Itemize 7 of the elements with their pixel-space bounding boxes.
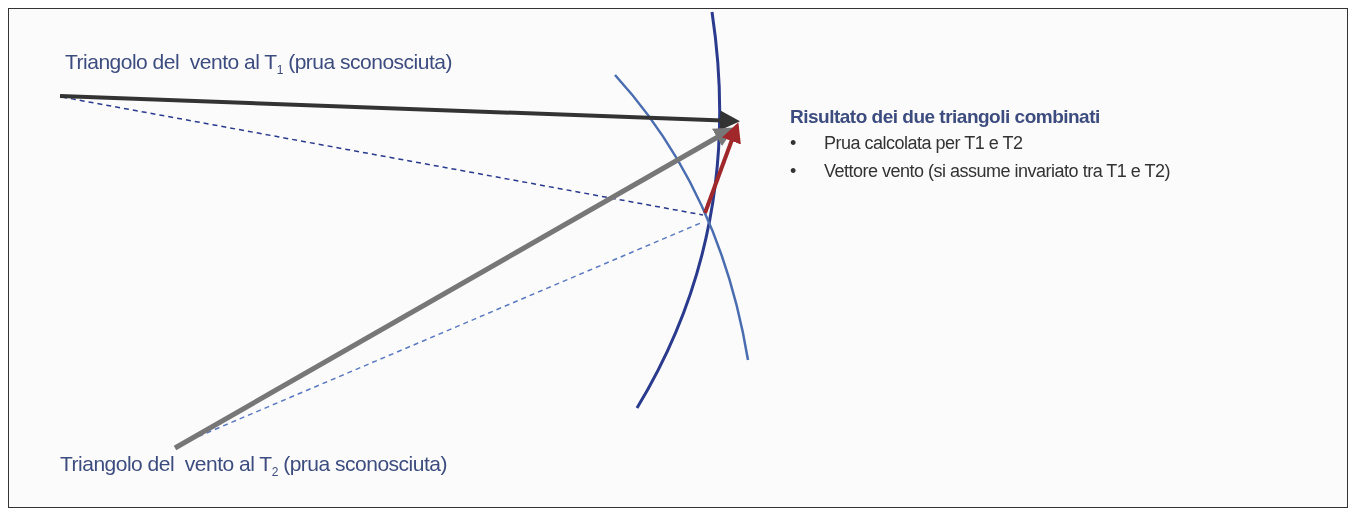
result-heading: Risultato dei due triangoli combinati — [790, 106, 1100, 128]
triangle-label: Triangolo del vento al T$_{2}$ (prua sconosciuta) — [60, 452, 447, 480]
bullet-item: Vettore vento (si assume invariato tra T1 e T2) — [824, 160, 1170, 183]
triangle-label: Triangolo del vento al T$_{1}$ (prua sconosciuta) — [65, 50, 452, 78]
bullet-item: Prua calcolata per T1 e T2 — [824, 132, 1023, 155]
bullet-marker: • — [790, 160, 797, 183]
bullet-marker: • — [790, 132, 797, 155]
